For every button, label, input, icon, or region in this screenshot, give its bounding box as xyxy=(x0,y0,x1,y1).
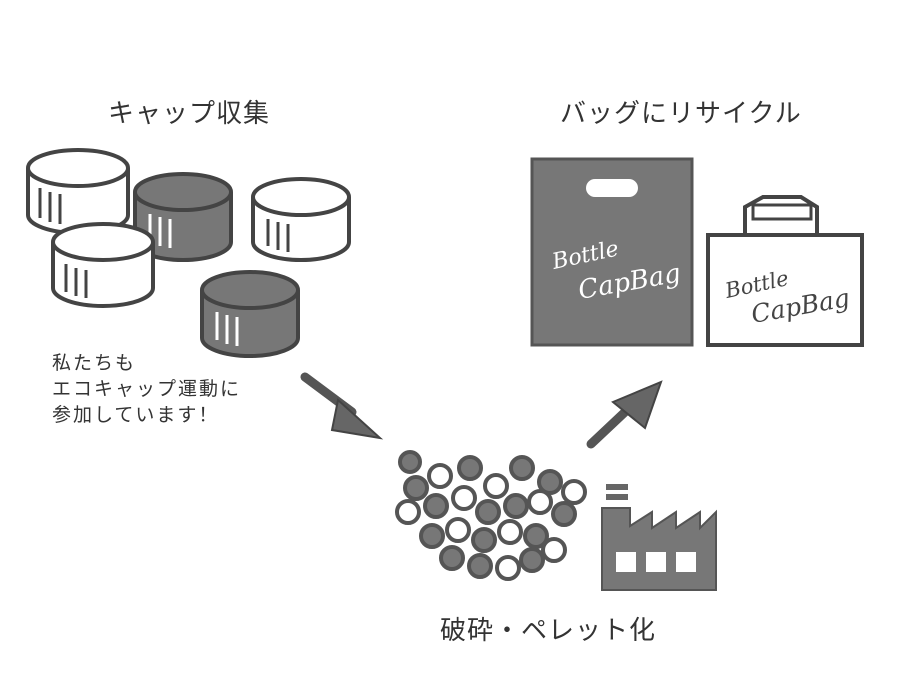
bottle-cap-white-icon xyxy=(26,148,130,235)
participation-note: 私たちも エコキャップ運動に 参加しています！ xyxy=(52,350,241,428)
pellets-illustration xyxy=(395,450,587,581)
arrow-up-right-icon xyxy=(586,380,663,449)
note-line-1: 私たちも xyxy=(52,352,137,374)
bottle-cap-white-icon xyxy=(51,222,155,308)
factory-icon xyxy=(601,484,717,591)
bag-recycle-title: バッグにリサイクル xyxy=(560,99,802,129)
note-line-2: エコキャップ運動に xyxy=(52,378,242,400)
cap-collection-title: キャップ収集 xyxy=(108,99,271,129)
plastic-bag-icon: Bottle CapBag xyxy=(530,157,694,347)
arrow-down-right-icon xyxy=(300,372,384,440)
tote-bag-icon: Bottle CapBag xyxy=(706,195,864,347)
note-line-3: 参加しています！ xyxy=(52,404,220,426)
crush-pellet-title: 破砕・ペレット化 xyxy=(440,616,657,646)
bottle-cap-white-icon xyxy=(251,177,351,262)
bottle-cap-dark-icon xyxy=(200,270,300,358)
